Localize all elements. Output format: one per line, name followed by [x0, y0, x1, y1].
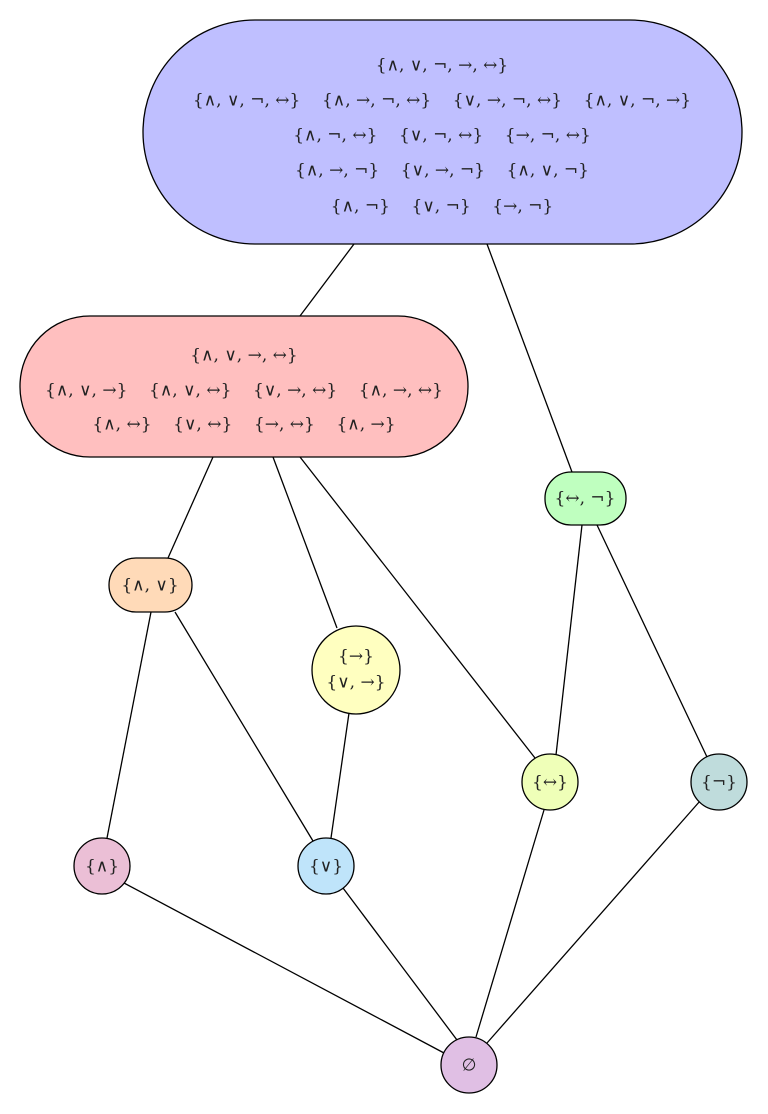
node-iff-not: {↔, ¬}	[544, 471, 627, 526]
node-implies-line: {→}	[338, 647, 374, 667]
edge-iff-not-not	[596, 524, 708, 758]
node-and-or: {∧, ∨}	[108, 557, 193, 613]
node-middle-line: {∧, ↔} {∨, ↔} {→, ↔} {∧, →}	[92, 415, 395, 435]
edge-and-empty	[123, 882, 445, 1054]
node-not-label: {¬}	[701, 773, 737, 793]
node-top-line: {∧, →, ¬} {∨, →, ¬} {∧, ∨, ¬}	[295, 161, 589, 181]
node-iff-not-label: {↔, ¬}	[555, 489, 616, 509]
node-iff-label: {↔}	[532, 773, 568, 793]
node-or-label: {∨}	[309, 857, 343, 877]
edges	[106, 243, 708, 1054]
node-and: {∧}	[73, 837, 131, 895]
node-top: {∧, ∨, ¬, →, ↔} {∧, ∨, ¬, ↔} {∧, →, ¬, ↔…	[142, 19, 743, 245]
node-top-line: {∧, ¬} {∨, ¬} {→, ¬}	[331, 197, 553, 217]
edge-and-or-or	[174, 611, 314, 842]
node-or: {∨}	[297, 837, 355, 895]
node-and-label: {∧}	[85, 857, 119, 877]
node-implies-line: {∨, →}	[326, 673, 385, 693]
edge-implies-or	[330, 712, 350, 839]
node-top-line: {∧, ¬, ↔} {∨, ¬, ↔} {→, ¬, ↔}	[293, 126, 591, 146]
node-implies: {→} {∨, →}	[311, 625, 401, 715]
edge-top-iff-not	[486, 243, 573, 473]
node-empty-label: ∅	[462, 1056, 477, 1076]
edge-iff-not-iff	[555, 524, 583, 756]
node-top-line: {∧, ∨, ¬, →, ↔}	[376, 56, 508, 76]
node-middle-line: {∧, ∨, →} {∧, ∨, ↔} {∨, →, ↔} {∧, →, ↔}	[45, 381, 443, 401]
node-middle: {∧, ∨, →, ↔} {∧, ∨, →} {∧, ∨, ↔} {∨, →, …	[19, 315, 469, 458]
edge-middle-iff	[299, 456, 536, 759]
edge-iff-empty	[475, 809, 545, 1038]
node-middle-line: {∧, ∨, →, ↔}	[190, 346, 297, 366]
edge-not-empty	[486, 800, 701, 1044]
node-iff: {↔}	[521, 753, 579, 811]
node-top-line: {∧, ∨, ¬, ↔} {∧, →, ¬, ↔} {∨, →, ¬, ↔} {…	[193, 91, 691, 111]
edge-or-empty	[342, 887, 458, 1041]
edge-top-middle	[299, 243, 355, 317]
node-and-or-label: {∧, ∨}	[121, 576, 178, 596]
edge-middle-implies	[272, 456, 338, 629]
edge-middle-and-or	[167, 456, 214, 559]
node-not: {¬}	[690, 753, 748, 811]
edge-and-or-and	[106, 611, 152, 839]
node-empty: ∅	[440, 1036, 498, 1094]
